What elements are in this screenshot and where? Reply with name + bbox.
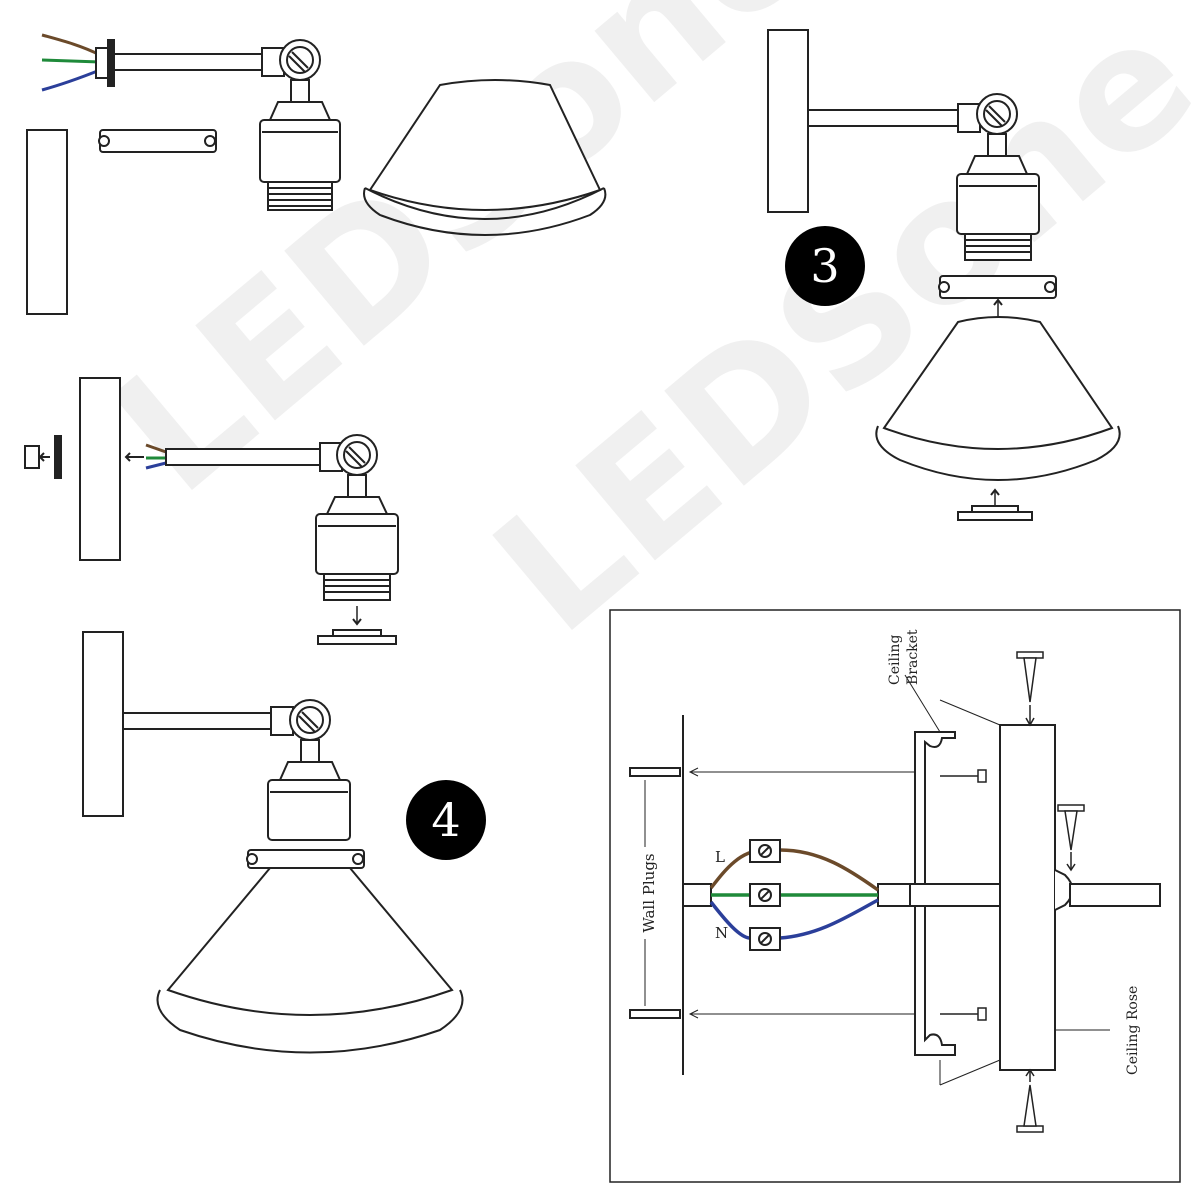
step-4-number: 4 xyxy=(431,793,460,847)
ceiling-rose-label-group: Ceiling Rose xyxy=(1125,986,1141,1075)
terminal-blocks xyxy=(749,839,781,951)
wall-plugs-label: Wall Plugs xyxy=(640,853,658,932)
wiring-detail-panel: L N Wall Plugs Ceiling Bracket Ceiling R… xyxy=(609,609,1181,1183)
ceiling-rose-label: Ceiling Rose xyxy=(1125,986,1141,1075)
ceiling-bracket-label-line2: Bracket xyxy=(905,629,921,685)
step-3-number: 3 xyxy=(810,239,839,293)
step-3-badge: 3 xyxy=(785,226,865,306)
ceiling-bracket-label-line1: Ceiling xyxy=(887,635,903,685)
ceiling-bracket-label-group: Ceiling Bracket xyxy=(887,629,921,685)
neutral-wire xyxy=(709,898,879,940)
step-2-wiring-mount xyxy=(24,377,399,645)
wall-plugs-label-group: Wall Plugs xyxy=(640,847,658,939)
step-3-fit-shade xyxy=(767,29,1121,521)
live-label: L xyxy=(715,848,725,866)
step-4-assembled-lamp xyxy=(82,631,464,1054)
step-4-badge: 4 xyxy=(406,780,486,860)
step-1-exploded-parts xyxy=(26,33,607,315)
neutral-label: N xyxy=(715,924,728,942)
